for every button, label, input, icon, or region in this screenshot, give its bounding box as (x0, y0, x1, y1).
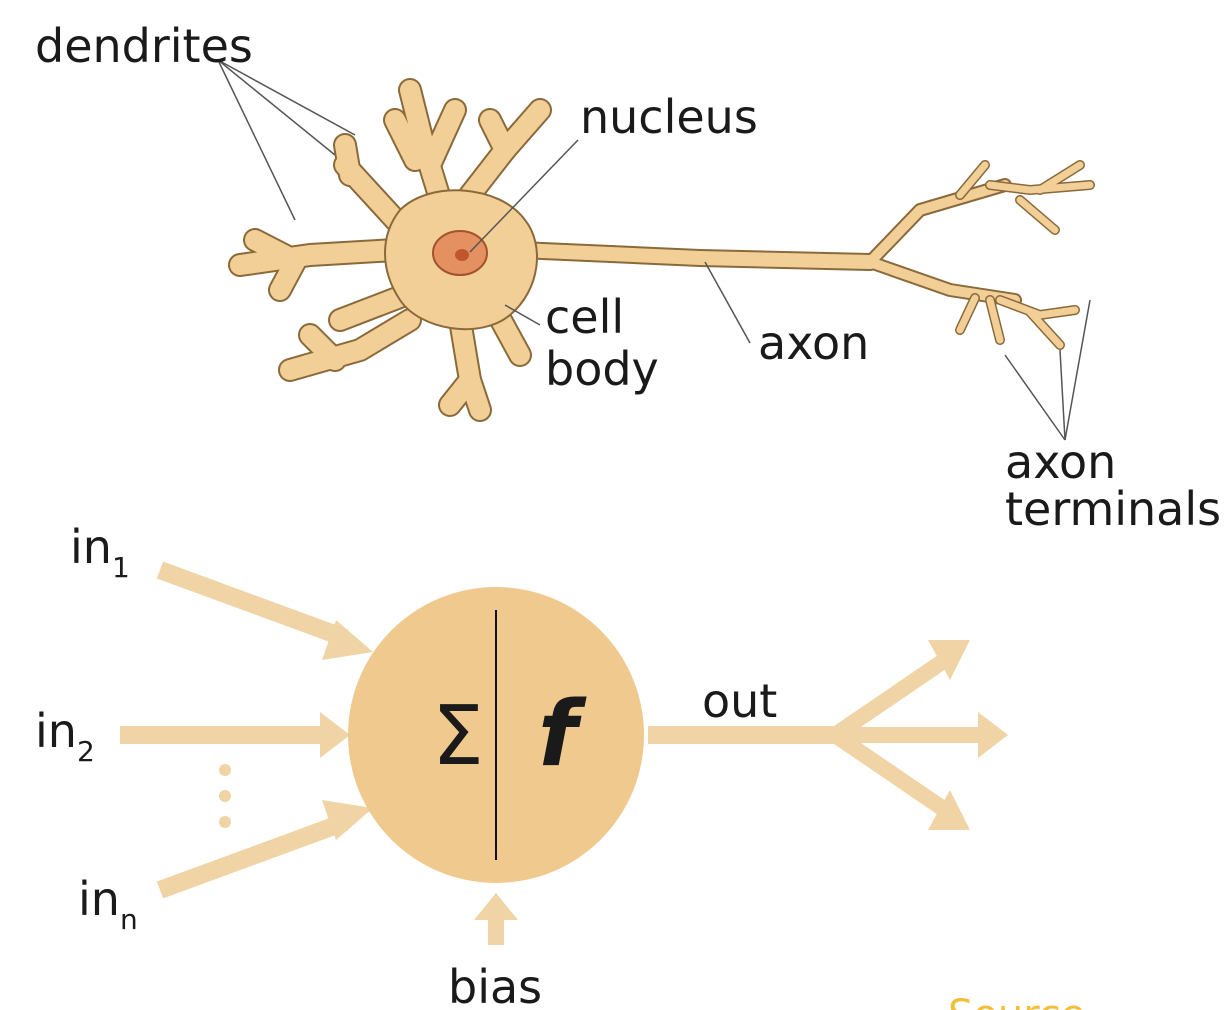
axon-shape (511, 178, 1022, 307)
artificial-neuron: Σ f in1 in2 inn out bias (35, 520, 1008, 1010)
axon-terminals-label-line2: terminals (1005, 482, 1221, 536)
biological-neuron: dendrites nucleus cell body axon axon te… (35, 19, 1221, 536)
input-n-label: inn (78, 872, 138, 936)
output-arrow (648, 640, 1008, 830)
input-arrows (120, 561, 1008, 945)
axon-label: axon (758, 316, 869, 370)
bias-label: bias (448, 960, 542, 1010)
cell-label: cell (545, 290, 624, 344)
dendrites-label: dendrites (35, 19, 253, 73)
input-1-label: in1 (70, 520, 130, 584)
nucleus-label: nucleus (580, 90, 758, 144)
nucleolus-shape (455, 249, 469, 261)
body-label: body (545, 342, 659, 396)
input-2-label: in2 (35, 704, 95, 768)
ellipsis-dots (219, 764, 231, 828)
axon-terminals-shape (955, 160, 1095, 350)
input-2-arrow (120, 712, 350, 758)
input-n-arrow (156, 800, 373, 899)
source-link[interactable]: Source (948, 992, 1085, 1010)
axon-terminals-label-line1: axon (1005, 435, 1116, 489)
bias-arrow (474, 893, 518, 945)
output-label: out (702, 674, 777, 728)
pointer-lines (217, 59, 1091, 441)
sum-symbol: Σ (432, 689, 484, 784)
input-1-arrow (156, 561, 373, 660)
